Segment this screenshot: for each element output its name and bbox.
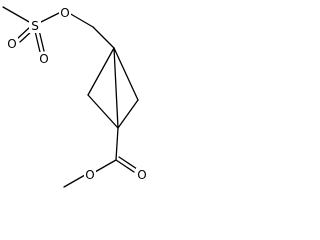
bond-s-o-bottom-a [34, 30, 41, 53]
atom-o-sulfonyl-left: O [7, 37, 16, 51]
bond-ch2-bridgehead [92, 26, 115, 49]
bond-c-o-double-a [115, 159, 135, 173]
molecule-canvas: O S O O O O [0, 0, 160, 196]
structure-diagram: O S O O O O [2, 6, 148, 188]
bond-s-o-bottom-b [38, 29, 45, 52]
cage-right-bottom [117, 99, 139, 129]
bond-s-o-left-a [16, 26, 31, 40]
atom-s: S [31, 19, 39, 33]
bond-s-o [38, 11, 62, 24]
atom-o-ester-bottom: O [85, 168, 94, 182]
bond-layer [2, 6, 139, 188]
bond-c-o-ester [94, 159, 117, 173]
bond-o-ch2 [68, 12, 94, 28]
atom-o-sulfonyl-bottom: O [39, 52, 48, 66]
cage-left-bottom [87, 94, 119, 129]
bond-o-ch3 [63, 174, 86, 188]
atom-layer: O S O O O O [6, 6, 148, 182]
cage-top-left [87, 47, 115, 96]
bond-ch3-s [2, 6, 32, 24]
atom-o-carbonyl: O [137, 168, 146, 182]
bond-c-o-double-b [118, 156, 138, 170]
bond-bridgehead-carbonyl [115, 127, 119, 161]
cage-top-right [113, 47, 139, 101]
cage-top-bottom [113, 47, 119, 129]
atom-o-ester-top: O [60, 6, 69, 20]
